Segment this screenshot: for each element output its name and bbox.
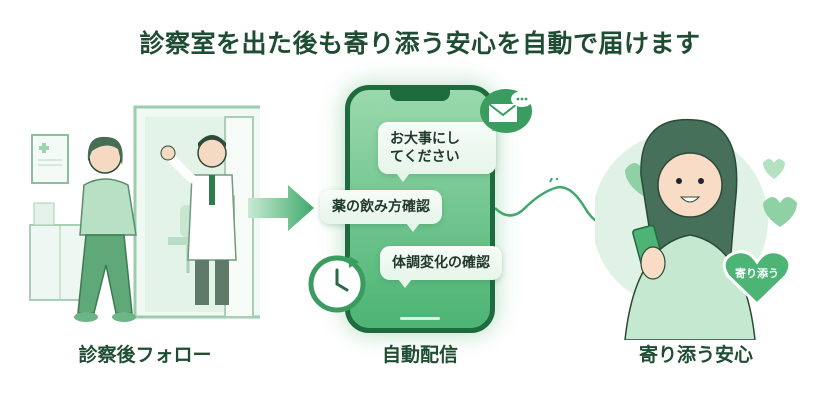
clock-refresh-icon	[308, 255, 366, 313]
message-bubble-condition: 体調変化の確認	[380, 246, 502, 289]
phone-notch	[390, 89, 450, 101]
mail-chat-icon	[480, 89, 533, 133]
message-bubble-take-care: お大事にし てください	[378, 122, 496, 183]
heart-icon	[722, 250, 792, 307]
woman-scene	[592, 115, 835, 341]
clinic-illustration	[29, 105, 267, 322]
caption-followup: 診察後フォロー	[78, 344, 212, 366]
clinic-scene	[20, 95, 267, 330]
phone-home-bar	[400, 317, 440, 320]
caption-reassurance: 寄り添う安心	[638, 344, 753, 366]
flow-arrow-icon	[248, 185, 314, 231]
heart-badge: 寄り添う	[722, 248, 792, 308]
woman-illustration	[592, 118, 797, 341]
caption-auto-delivery: 自動配信	[381, 344, 458, 366]
message-bubble-medication: 薬の飲み方確認	[320, 190, 442, 233]
page-title: 診察室を出た後も寄り添う安心を自動で届けます	[139, 29, 701, 58]
